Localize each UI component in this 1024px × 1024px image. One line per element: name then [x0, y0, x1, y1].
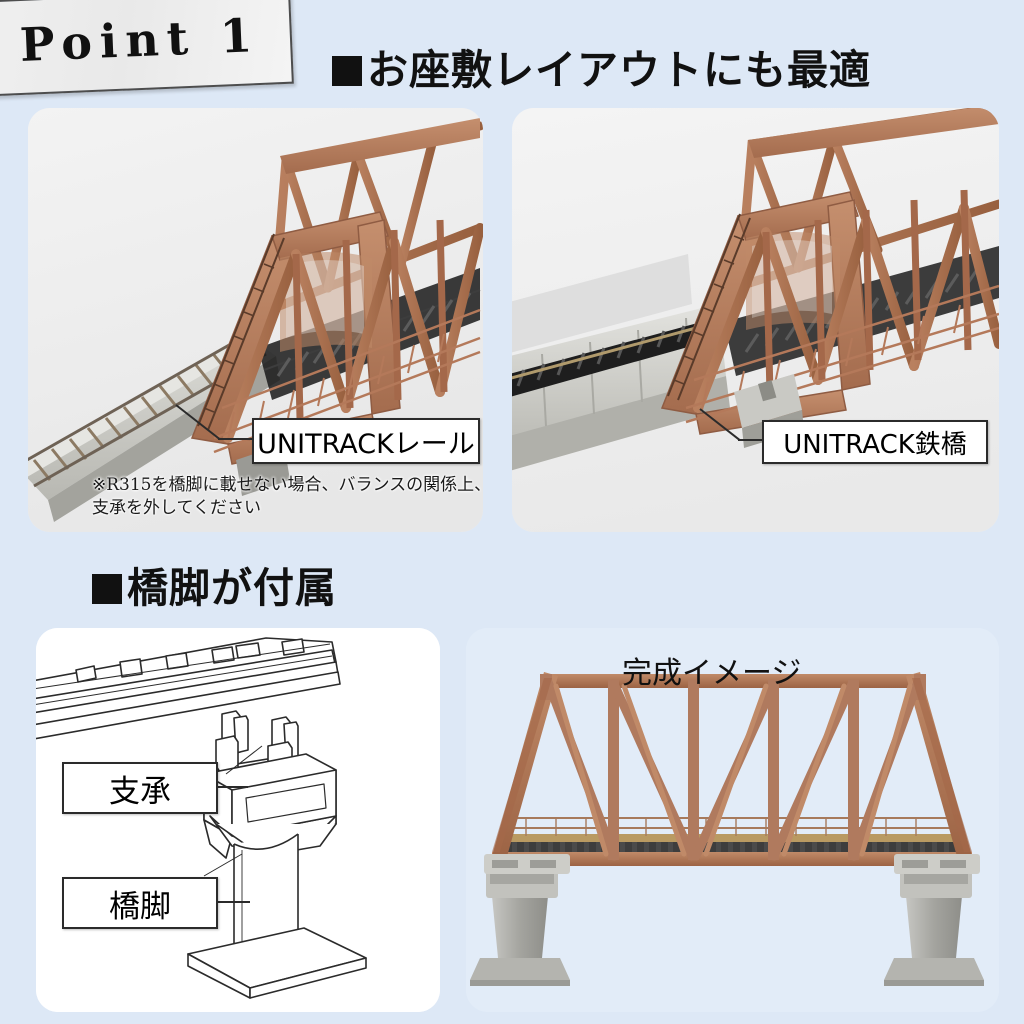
callout-bearing: 支承	[62, 762, 218, 814]
callout-unitrack-rail-text: UNITRACKレール	[257, 428, 475, 460]
callout-pier: 橋脚	[62, 877, 218, 929]
heading-top-text: お座敷レイアウトにも最適	[367, 46, 871, 94]
pier-line-drawing	[36, 628, 440, 1012]
photo-panel-unitrack-rail	[28, 108, 483, 532]
black-square-bullet-icon	[332, 56, 362, 86]
leader-line-girder	[738, 439, 764, 441]
footnote-r315: ※R315を橋脚に載せない場合、バランスの関係上、支承を外してください	[92, 475, 492, 518]
truss-bridge-unitrack-illustration	[28, 108, 483, 532]
callout-bearing-text: 支承	[109, 773, 171, 810]
page-heading-pier: 橋脚が付属	[92, 554, 337, 614]
caption-completed-image: 完成イメージ	[622, 656, 802, 691]
completed-bridge-illustration	[466, 628, 999, 1012]
leader-line-pier	[214, 901, 250, 903]
photo-panel-completed-image	[466, 628, 999, 1012]
point-badge: Point 1	[0, 0, 294, 97]
heading-middle-text: 橋脚が付属	[127, 564, 337, 612]
photo-panel-unitrack-girder	[512, 108, 999, 532]
black-square-bullet-icon-2	[92, 574, 122, 604]
leader-line-bearing	[214, 786, 248, 788]
callout-unitrack-rail: UNITRACKレール	[252, 418, 480, 464]
page-heading-layout: お座敷レイアウトにも最適	[332, 36, 871, 96]
leader-line-rail	[218, 438, 254, 440]
callout-unitrack-girder-text: UNITRACK鉄橋	[783, 429, 967, 460]
point-badge-label: Point 1	[18, 7, 262, 73]
truss-and-girder-bridge-illustration	[512, 108, 999, 532]
callout-pier-text: 橋脚	[109, 888, 171, 925]
callout-unitrack-girder: UNITRACK鉄橋	[762, 420, 988, 464]
diagram-panel-pier	[36, 628, 440, 1012]
